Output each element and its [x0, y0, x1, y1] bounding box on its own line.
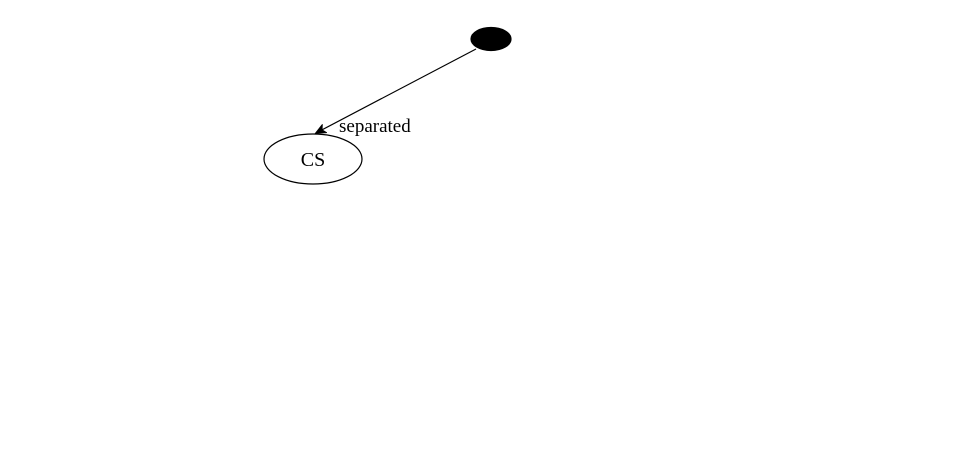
cs-node[interactable]	[263, 133, 363, 185]
cs-node-label: CS	[301, 149, 325, 171]
transition-edge	[316, 48, 477, 133]
initial-node[interactable]	[470, 26, 512, 52]
edge-label-separated: separated	[339, 116, 411, 137]
